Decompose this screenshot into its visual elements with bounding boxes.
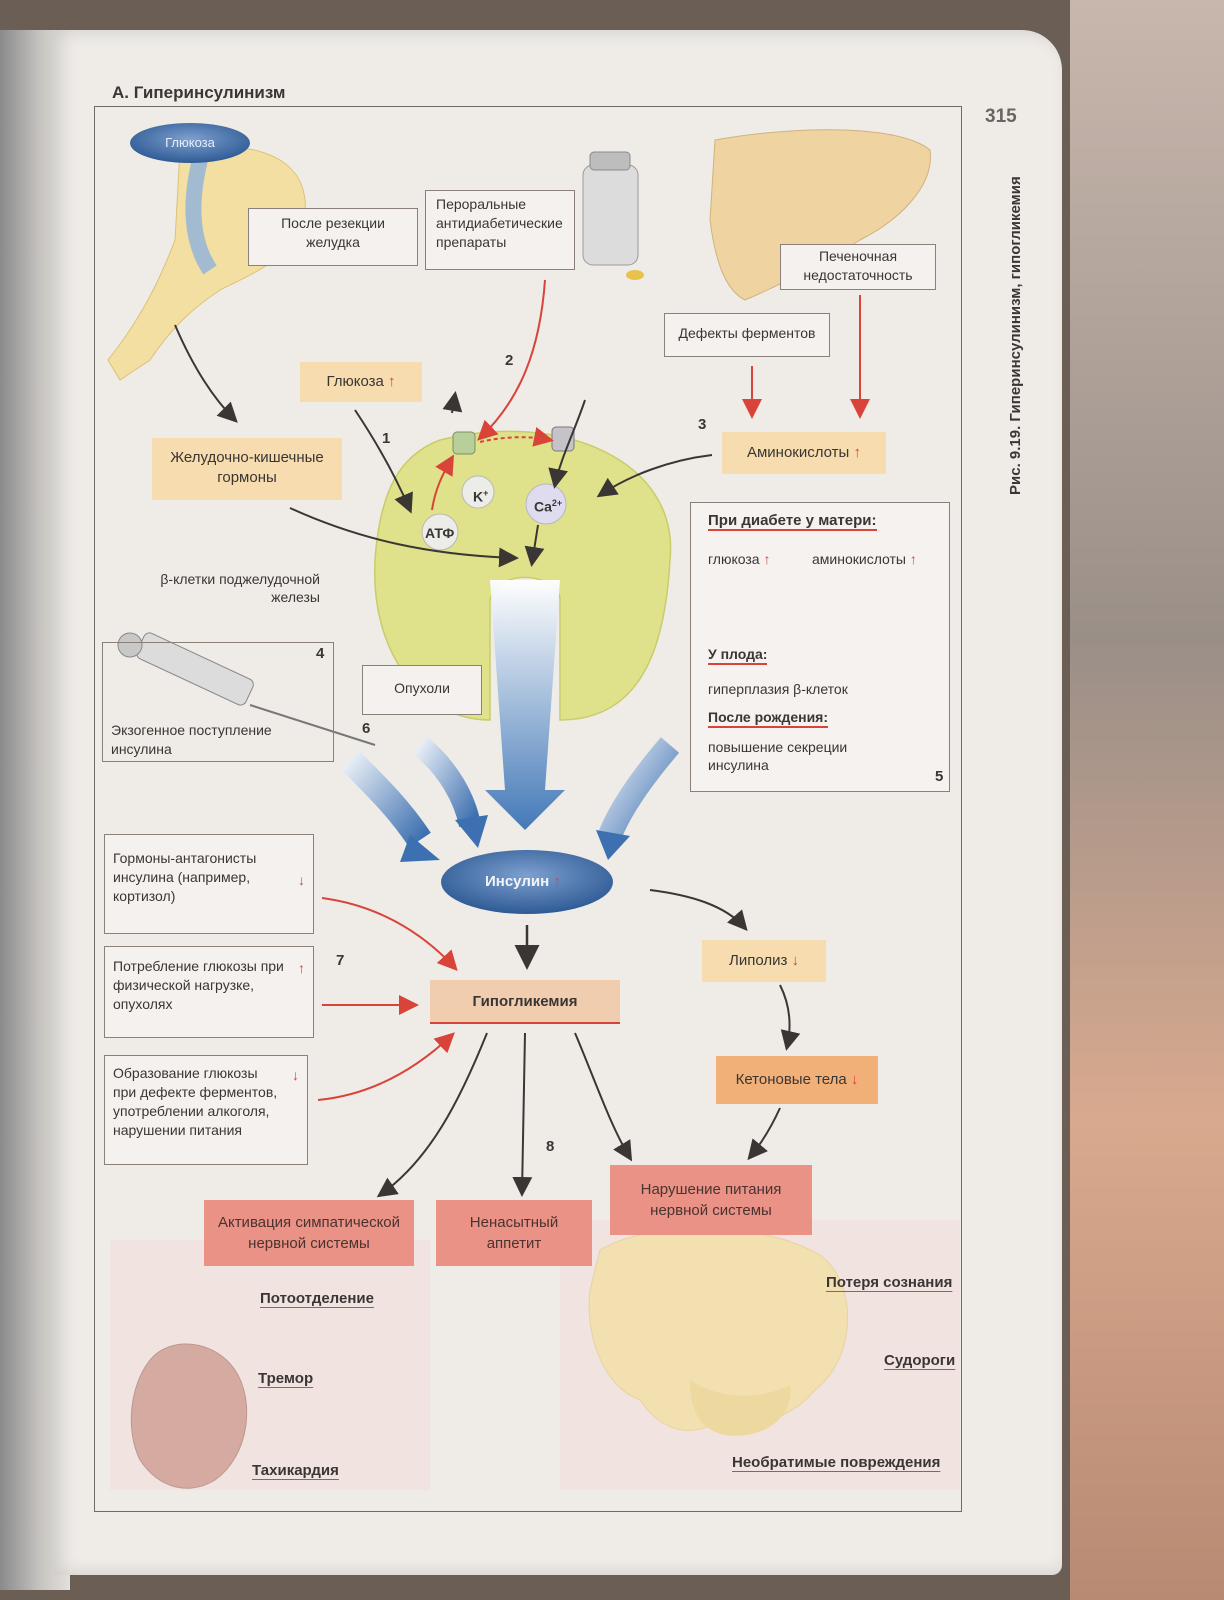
- consumption-box: Потребление глюкозы при физической нагру…: [104, 946, 314, 1038]
- antagonists-text: Гормоны-антагонисты инсулина (например, …: [113, 850, 257, 904]
- k-ion-charge: +: [483, 488, 489, 498]
- amino-acids-text: Аминокислоты: [746, 444, 850, 461]
- symptom-sweating: Потоотделение: [260, 1290, 374, 1307]
- number-1: 1: [382, 430, 391, 447]
- gi-hormones-box: Желудочно-кишечные гормоны: [152, 438, 342, 500]
- number-2: 2: [505, 352, 514, 369]
- liver-failure-box: Печеночная недостаточность: [780, 244, 936, 290]
- symptom-tremor: Тремор: [258, 1370, 314, 1387]
- amino-acids-box: Аминокислоты ↑: [722, 432, 886, 474]
- ketones-down-arrow: ↓: [850, 1071, 859, 1088]
- formation-text: Образование глюкозы при дефекте ферменто…: [113, 1065, 278, 1138]
- insulin-text: Инсулин: [485, 873, 550, 890]
- lipolysis-box: Липолиз ↓: [702, 940, 826, 982]
- maternal-amino-acids-up: ↑: [909, 551, 917, 567]
- sympathetic-box: Активация симпатической нервной системы: [204, 1200, 414, 1266]
- oral-drugs-box: Пероральные антидиабетические препараты: [425, 190, 575, 270]
- glucose-label-box: Глюкоза ↑: [300, 362, 422, 402]
- ca-ion-charge: 2+: [551, 498, 563, 508]
- beta-cells-label: β-клетки поджелудочной железы: [160, 571, 320, 605]
- atp-label: АТФ: [425, 525, 455, 541]
- syringe-illustration: [117, 632, 376, 746]
- k-ion-label: K+: [473, 484, 488, 506]
- maternal-glucose-up: ↑: [763, 551, 771, 567]
- glucose-up-arrow: ↑: [388, 373, 396, 390]
- figure-caption: Рис. 9.19. Гиперинсулинизм, гипогликемия: [1007, 176, 1024, 495]
- gastric-resection-box: После резекции желудка: [248, 208, 418, 266]
- symptom-unconscious: Потеря сознания: [826, 1274, 953, 1291]
- symptom-seizures: Судороги: [884, 1352, 956, 1369]
- liver-illustration: [709, 129, 931, 301]
- after-birth-text: повышение секреции инсулина: [708, 739, 848, 773]
- number-4: 4: [316, 645, 325, 662]
- maternal-diabetes-box: [690, 502, 950, 792]
- number-5: 5: [935, 768, 944, 785]
- maternal-glucose: глюкоза ↑: [708, 550, 770, 568]
- antagonists-box: Гормоны-антагонисты инсулина (например, …: [104, 834, 314, 934]
- maternal-heading: При диабете у матери:: [708, 512, 877, 531]
- glucose-label-text: Глюкоза: [326, 373, 384, 390]
- figure-frame: [94, 106, 962, 1512]
- number-3: 3: [698, 416, 707, 433]
- hypoglycemia-box: Гипогликемия: [430, 980, 620, 1024]
- lipolysis-text: Липолиз: [728, 952, 788, 969]
- number-6: 6: [362, 720, 371, 737]
- insulin-up-arrow: ↑: [553, 873, 561, 890]
- maternal-glucose-text: глюкоза: [708, 551, 760, 567]
- fetus-text: гиперплазия β-клеток: [708, 681, 848, 697]
- ca-ion-label: Ca2+: [534, 494, 562, 516]
- glucose-oval: [130, 123, 250, 163]
- exogenous-insulin-box: Экзогенное поступление инсулина: [102, 642, 334, 762]
- figure-title: А. Гиперинсулинизм: [112, 84, 294, 102]
- number-7: 7: [336, 952, 345, 969]
- enzyme-defects-box: Дефекты ферментов: [664, 313, 830, 357]
- symptom-irreversible: Необратимые повреждения: [732, 1454, 941, 1471]
- insulin-oval: [441, 850, 613, 914]
- consumption-up-arrow: ↑: [298, 960, 305, 976]
- appetite-box: Ненасытный аппетит: [436, 1200, 592, 1266]
- symptom-tachycardia: Тахикардия: [252, 1462, 339, 1479]
- ketones-text: Кетоновые тела: [735, 1071, 847, 1088]
- nutrition-box: Нарушение питания нервной системы: [610, 1165, 812, 1235]
- tumors-box: Опухоли: [362, 665, 482, 715]
- amino-acids-up-arrow: ↑: [853, 444, 862, 461]
- ca-ion-text: Ca: [534, 498, 552, 515]
- insulin-label: Инсулин ↑: [485, 873, 561, 891]
- fetus-heading: У плода:: [708, 645, 768, 665]
- maternal-amino-acids: аминокислоты ↑: [812, 550, 917, 568]
- background-right: [1070, 0, 1224, 1600]
- formation-box: Образование глюкозы при дефекте ферменто…: [104, 1055, 308, 1165]
- k-ion-text: K: [473, 488, 484, 505]
- formation-down-arrow: ↓: [292, 1067, 299, 1083]
- consumption-text: Потребление глюкозы при физической нагру…: [113, 958, 284, 1012]
- ketones-box: Кетоновые тела ↓: [716, 1056, 878, 1104]
- lipolysis-down-arrow: ↓: [791, 952, 800, 969]
- antagonists-down-arrow: ↓: [298, 872, 305, 888]
- page-number: 315: [985, 106, 1017, 127]
- maternal-amino-acids-text: аминокислоты: [812, 551, 906, 567]
- number-8: 8: [546, 1138, 555, 1155]
- after-birth-heading: После рождения:: [708, 708, 829, 728]
- pill-bottle-illustration: [582, 151, 644, 280]
- glucose-oval-label: Глюкоза: [165, 135, 215, 150]
